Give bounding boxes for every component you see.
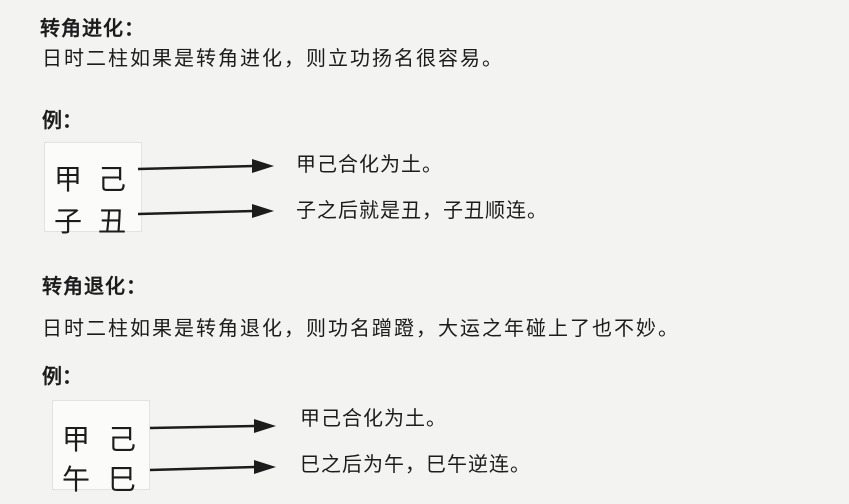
section2-arrow-2 xyxy=(149,460,276,474)
section2-branch-bottom-right: 巳 xyxy=(108,463,137,496)
section2-example-label: 例： xyxy=(42,364,82,388)
section1-arrow-2 xyxy=(137,204,274,218)
section2-stem-top-left: 甲 xyxy=(62,423,91,456)
section1-branch-bottom-left: 子 xyxy=(54,205,83,238)
section2-stem-top-right: 己 xyxy=(108,423,137,456)
section1-stem-top-right: 己 xyxy=(98,163,127,196)
section1-example-label: 例： xyxy=(42,108,82,132)
section1-paragraph: 日时二柱如果是转角进化，则立功扬名很容易。 xyxy=(42,46,504,70)
section2-pillar-box xyxy=(52,400,150,490)
section2-branch-bottom-left: 午 xyxy=(62,463,91,496)
section1-branch-bottom-right: 丑 xyxy=(98,205,127,238)
section1-heading: 转角进化： xyxy=(40,16,145,40)
section2-note-2: 巳之后为午，巳午逆连。 xyxy=(300,452,531,476)
section1-pillar-box xyxy=(44,142,142,232)
section2-heading: 转角退化： xyxy=(42,274,147,298)
section1-note-2: 子之后就是丑，子丑顺连。 xyxy=(296,198,548,222)
section1-arrow-1 xyxy=(137,159,274,173)
section1-note-1: 甲己合化为土。 xyxy=(296,152,443,176)
section2-note-1: 甲己合化为土。 xyxy=(300,406,447,430)
section1-stem-top-left: 甲 xyxy=(54,163,83,196)
section2-paragraph: 日时二柱如果是转角退化，则功名蹭蹬，大运之年碰上了也不妙。 xyxy=(42,316,680,340)
section2-arrow-1 xyxy=(149,419,276,433)
